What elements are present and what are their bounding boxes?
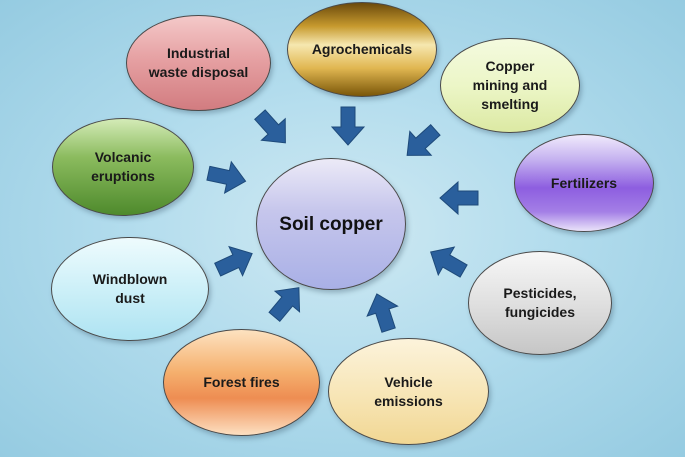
source-node-label: Pesticides, fungicides <box>503 285 577 320</box>
source-node-label: Fertilizers <box>550 174 618 191</box>
source-node-label: Industrial waste disposal <box>148 45 249 80</box>
source-node-label: Agrochemicals <box>311 41 413 57</box>
source-node-agrochemicals: Agrochemicals <box>287 2 437 97</box>
arrow-from-pesticides <box>422 237 473 286</box>
source-node-vehicle-emissions: Vehicle emissions <box>328 338 489 445</box>
arrow-from-vehicle <box>361 288 405 336</box>
source-node-forest-fires: Forest fires <box>163 329 320 436</box>
source-node-label: Vehicle emissions <box>374 373 443 409</box>
arrow-from-windblown <box>210 238 260 285</box>
source-node-fertilizers: Fertilizers <box>514 134 654 232</box>
source-node-volcanic-eruptions: Volcanic eruptions <box>52 118 194 216</box>
arrow-from-fertilizers <box>439 181 479 215</box>
source-node-label: Forest fires <box>203 374 280 390</box>
source-node-pesticides: Pesticides, fungicides <box>468 251 612 355</box>
arrow-from-volcanic <box>204 157 250 198</box>
source-node-industrial-waste: Industrial waste disposal <box>126 15 271 111</box>
arrow-from-copper <box>395 117 447 168</box>
center-node-soil-copper: Soil copper <box>256 158 406 290</box>
source-node-windblown-dust: Windblown dust <box>51 237 209 341</box>
source-node-label: Volcanic eruptions <box>91 149 155 184</box>
source-node-label: Copper mining and smelting <box>472 58 548 112</box>
source-node-copper-mining: Copper mining and smelting <box>440 38 580 133</box>
center-node-label: Soil copper <box>279 213 383 235</box>
arrow-from-agro <box>331 106 365 146</box>
arrow-from-industrial <box>247 103 298 155</box>
source-node-label: Windblown dust <box>92 271 168 306</box>
